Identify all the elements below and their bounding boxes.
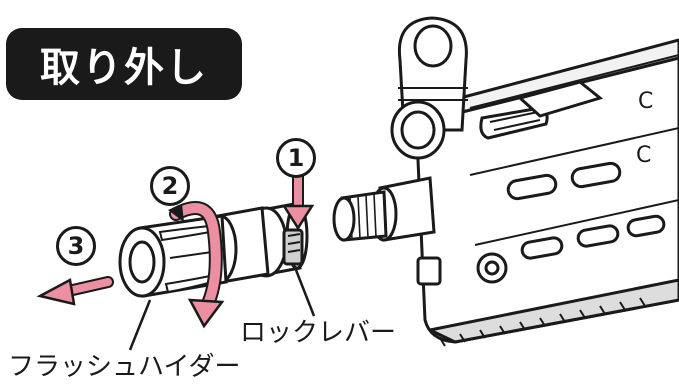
- title-badge: 取り外し: [6, 28, 242, 100]
- step-1-number: 1: [287, 144, 305, 172]
- flash-hider: [118, 202, 309, 298]
- step-1-marker: 1: [276, 138, 316, 178]
- arrow-rotate: [168, 201, 225, 329]
- step-3-marker: 3: [56, 226, 96, 266]
- svg-text:C: C: [636, 143, 651, 168]
- leader-lock-lever: [294, 269, 316, 317]
- flash-hider-label: フラッシュハイダー: [8, 352, 241, 382]
- arrow-pull: [36, 276, 114, 306]
- step-2-number: 2: [161, 172, 179, 200]
- step-3-number: 3: [67, 232, 85, 260]
- lock-lever-label: ロックレバー: [240, 318, 397, 348]
- step-2-marker: 2: [150, 166, 190, 206]
- barrel-tip: [332, 176, 436, 242]
- arrow-press-lever: [281, 170, 315, 231]
- svg-text:C: C: [638, 89, 653, 114]
- leader-flash-hider: [128, 299, 152, 351]
- front-sight: [390, 16, 604, 160]
- page-title: 取り外し: [40, 45, 208, 91]
